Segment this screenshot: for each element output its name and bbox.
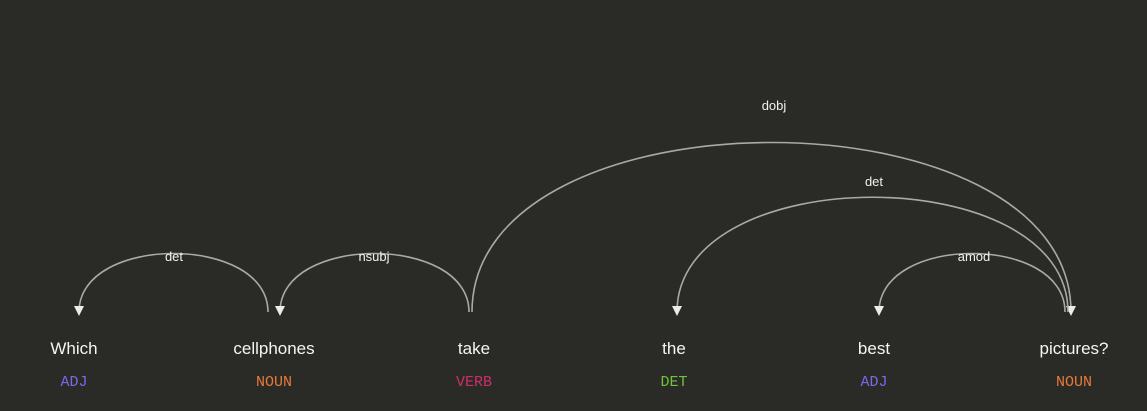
token-word: take: [458, 339, 490, 358]
arrowhead-icon: [74, 306, 84, 316]
token-pos-tag: NOUN: [256, 374, 292, 391]
arcs-layer: det nsubj dobj det amod: [74, 98, 1076, 316]
dependency-arc-dobj: [471, 141, 1072, 313]
token-pos-tag: ADJ: [860, 374, 887, 391]
token-pos-tag: VERB: [456, 374, 492, 391]
token-word: cellphones: [233, 339, 314, 358]
arrowhead-icon: [672, 306, 682, 316]
arrowhead-icon: [874, 306, 884, 316]
token-pos-tag: DET: [660, 374, 687, 391]
token-word: Which: [50, 339, 97, 358]
token-word: best: [858, 339, 890, 358]
token-pos-tag: ADJ: [60, 374, 87, 391]
dependency-arc-amod: [878, 252, 1066, 313]
arc-label: amod: [958, 249, 991, 264]
arrowhead-icon: [275, 306, 285, 316]
arc-label: nsubj: [358, 249, 389, 264]
dependency-arc-nsubj: [279, 252, 470, 313]
dependency-arc-det: [78, 252, 269, 313]
arc-label: det: [865, 174, 883, 189]
token-pos-tag: NOUN: [1056, 374, 1092, 391]
token-word: pictures?: [1040, 339, 1109, 358]
token-word: the: [662, 339, 686, 358]
dependency-arc-det: [676, 196, 1069, 313]
arc-label: det: [165, 249, 183, 264]
arc-label: dobj: [762, 98, 787, 113]
